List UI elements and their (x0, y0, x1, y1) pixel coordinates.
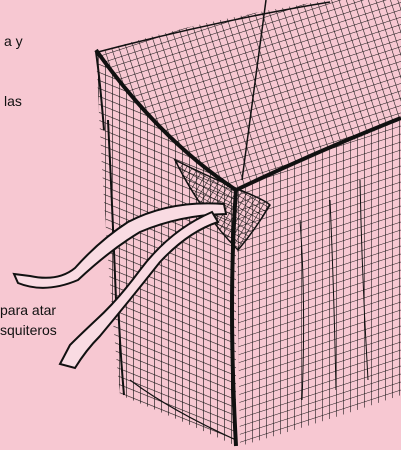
net-right-face (236, 120, 401, 446)
net-top-face (98, 0, 401, 188)
label-left-partial: las (4, 93, 22, 109)
label-top-partial: a y (4, 33, 23, 49)
tie-ribbon-upper (12, 202, 228, 289)
net-edges (94, 1, 401, 447)
label-ribbon-line1: para atar (0, 302, 57, 318)
tie-ribbon-lower (58, 210, 220, 370)
hanging-string (241, 0, 267, 181)
label-ribbon-line2: squiteros (0, 322, 57, 338)
